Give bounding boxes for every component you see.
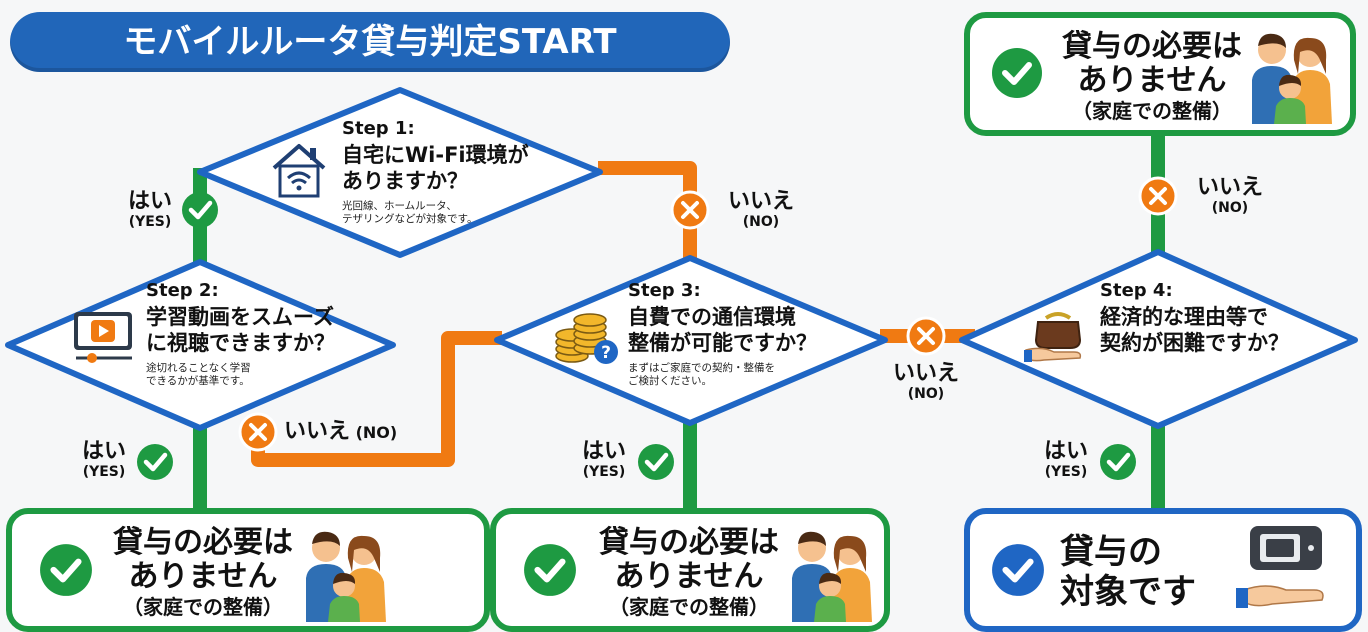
step3-label: Step 3: bbox=[628, 280, 701, 301]
check-circle-icon bbox=[992, 48, 1042, 98]
step1-label: Step 1: bbox=[342, 118, 415, 139]
result-line2: ありません bbox=[614, 559, 764, 594]
step2-question-line1: 学習動画をスムーズ bbox=[146, 305, 334, 329]
step4-question-line1: 経済的な理由等で bbox=[1100, 305, 1268, 329]
step2-label: Step 2: bbox=[146, 280, 219, 301]
no-cross-icon bbox=[670, 190, 710, 230]
check-circle-icon bbox=[40, 544, 92, 596]
no-sub: (NO) bbox=[907, 386, 945, 402]
result-line2: ありません bbox=[1077, 63, 1227, 98]
no-text: いいえ bbox=[727, 189, 794, 214]
result-line1: 貸与の bbox=[1060, 532, 1162, 572]
step3-text: Step 3: 自費での通信環境 整備が可能ですか？ まずはご家庭での契約・整備… bbox=[628, 280, 858, 388]
step4-text: Step 4: 経済的な理由等で 契約が困難ですか？ bbox=[1100, 280, 1320, 356]
no-cross-icon bbox=[906, 316, 946, 356]
step3-yes-label: はい (YES) bbox=[572, 439, 636, 481]
result-line2: 対象です bbox=[1060, 572, 1196, 612]
yes-sub: (YES) bbox=[82, 464, 126, 480]
step3-diamond bbox=[494, 255, 888, 426]
yes-check-icon bbox=[1100, 444, 1136, 480]
step3-note-line2: ご検討ください。 bbox=[628, 375, 712, 387]
no-text: いいえ bbox=[284, 419, 351, 444]
yes-check-icon bbox=[182, 192, 218, 228]
purse-hand-icon bbox=[1024, 312, 1082, 362]
no-text: いいえ bbox=[892, 361, 959, 386]
family-icon bbox=[1252, 33, 1332, 124]
no-sub: (NO) bbox=[742, 214, 780, 230]
step2-yes-label: はい (YES) bbox=[72, 439, 136, 481]
router-hand-icon bbox=[1236, 526, 1324, 608]
result-line2: ありません bbox=[128, 559, 278, 594]
step3-note: まずはご家庭での契約・整備を ご検討ください。 bbox=[628, 362, 858, 388]
svg-text:?: ? bbox=[601, 343, 611, 363]
result-no-need-step2 bbox=[6, 508, 490, 632]
yes-text: はい bbox=[581, 439, 626, 464]
step4-diamond bbox=[959, 249, 1358, 429]
step2-note: 途切れることなく学習 できるかが基準です。 bbox=[146, 362, 376, 388]
family-icon bbox=[792, 531, 872, 622]
step3-question-line2: 整備が可能ですか？ bbox=[628, 331, 817, 355]
step1-note-line1: 光回線、ホームルータ、 bbox=[342, 200, 457, 212]
result-no-need-step3-text: 貸与の必要は ありません （家庭での整備） bbox=[584, 526, 794, 620]
yes-sub: (YES) bbox=[582, 464, 626, 480]
step4-yes-label: はい (YES) bbox=[1034, 439, 1098, 481]
result-no-need-step2-text: 貸与の必要は ありません （家庭での整備） bbox=[98, 526, 308, 620]
no-cross-icon bbox=[238, 412, 278, 452]
step2-note-line1: 途切れることなく学習 bbox=[146, 362, 251, 374]
step2-text: Step 2: 学習動画をスムーズ に視聴できますか？ 途切れることなく学習 で… bbox=[146, 280, 376, 388]
step2-question: 学習動画をスムーズ に視聴できますか？ bbox=[146, 304, 376, 356]
result-line3: （家庭での整備） bbox=[1072, 99, 1232, 123]
step3-question: 自費での通信環境 整備が可能ですか？ bbox=[628, 304, 858, 356]
yes-text: はい bbox=[1043, 439, 1088, 464]
step2-diamond bbox=[5, 259, 396, 431]
coins-question-icon: ? bbox=[555, 313, 618, 364]
step1-no-label: いいえ (NO) bbox=[716, 189, 806, 231]
step2-question-line2: に視聴できますか？ bbox=[146, 331, 335, 355]
result-line3: （家庭での整備） bbox=[609, 595, 769, 619]
step4-question: 経済的な理由等で 契約が困難ですか？ bbox=[1100, 304, 1320, 356]
step1-question: 自宅にWi-Fi環境が ありますか？ bbox=[342, 142, 562, 194]
result-no-need-top-text: 貸与の必要は ありません （家庭での整備） bbox=[1052, 30, 1252, 124]
step2-no-label: いいえ (NO) bbox=[284, 420, 434, 444]
step4-question-line2: 契約が困難ですか？ bbox=[1100, 331, 1289, 355]
check-circle-icon bbox=[524, 544, 576, 596]
step4-no-label: いいえ (NO) bbox=[1184, 175, 1276, 217]
step3-question-line1: 自費での通信環境 bbox=[628, 305, 796, 329]
step1-diamond bbox=[197, 87, 603, 258]
step3-no-label: いいえ (NO) bbox=[880, 361, 972, 403]
step1-text: Step 1: 自宅にWi-Fi環境が ありますか？ 光回線、ホームルータ、 テ… bbox=[342, 118, 562, 226]
yes-check-icon bbox=[638, 444, 674, 480]
family-icon bbox=[306, 531, 386, 622]
step1-note-line2: テザリングなどが対象です。 bbox=[342, 213, 478, 225]
step4-label: Step 4: bbox=[1100, 280, 1173, 301]
step1-question-line1: 自宅にWi-Fi環境が bbox=[342, 143, 529, 167]
yes-sub: (YES) bbox=[1044, 464, 1088, 480]
no-sub: (NO) bbox=[1211, 200, 1249, 216]
yes-text: はい bbox=[127, 189, 172, 214]
yes-text: はい bbox=[81, 439, 126, 464]
no-cross-icon bbox=[1138, 176, 1178, 216]
result-line3: （家庭での整備） bbox=[123, 595, 283, 619]
house-wifi-icon bbox=[272, 144, 326, 198]
result-line1: 貸与の必要は bbox=[599, 525, 779, 560]
step3-note-line1: まずはご家庭での契約・整備を bbox=[628, 362, 775, 374]
check-circle-icon bbox=[992, 544, 1044, 596]
step1-question-line2: ありますか？ bbox=[342, 169, 468, 193]
yes-sub: (YES) bbox=[128, 214, 172, 230]
step1-note: 光回線、ホームルータ、 テザリングなどが対象です。 bbox=[342, 200, 562, 226]
video-player-icon bbox=[74, 312, 132, 363]
step2-note-line2: できるかが基準です。 bbox=[146, 375, 250, 387]
no-sub: (NO) bbox=[355, 423, 398, 442]
result-loan-target-text: 貸与の 対象です bbox=[1060, 532, 1210, 612]
yes-check-icon bbox=[137, 444, 173, 480]
connector-step1-step3 bbox=[598, 161, 697, 262]
step1-yes-label: はい (YES) bbox=[118, 189, 182, 231]
result-line1: 貸与の必要は bbox=[113, 525, 293, 560]
chart-title: モバイルルータ貸与判定START bbox=[10, 12, 730, 72]
result-line1: 貸与の必要は bbox=[1062, 29, 1242, 64]
no-text: いいえ bbox=[1196, 175, 1263, 200]
